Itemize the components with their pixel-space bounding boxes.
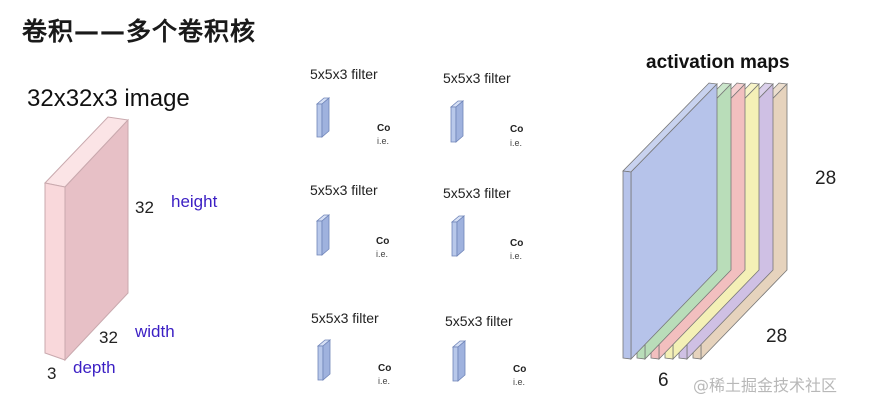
activation-map-1 <box>622 82 718 360</box>
filter-5-ie: i.e. <box>378 376 391 386</box>
input-depth-value: 3 <box>47 364 57 383</box>
activation-width-value: 28 <box>766 326 788 347</box>
filter-5-shape <box>316 339 332 381</box>
filter-1-co: Co <box>377 123 391 134</box>
filter-4-label: 5x5x3 filter <box>443 185 511 201</box>
filter-3-label: 5x5x3 filter <box>310 182 378 198</box>
filter-1-label: 5x5x3 filter <box>310 66 378 82</box>
input-width-value: 32 <box>99 328 118 347</box>
filter-2-co: Co <box>510 124 524 135</box>
filter-3-shape <box>315 214 331 256</box>
filter-4-ie: i.e. <box>510 251 523 261</box>
input-width-label: width <box>135 322 175 341</box>
filter-5-label: 5x5x3 filter <box>311 310 379 326</box>
input-volume-front <box>44 182 66 361</box>
filter-3-ie: i.e. <box>376 249 389 259</box>
filter-4-shape <box>450 215 466 257</box>
filter-6-co: Co <box>513 364 527 375</box>
filter-2-shape <box>449 100 465 143</box>
activation-height-value: 28 <box>815 168 837 189</box>
input-height-label: height <box>171 192 218 211</box>
input-image-label: 32x32x3 image <box>27 85 190 112</box>
activation-count-value: 6 <box>658 370 669 391</box>
activation-maps-title: activation maps <box>646 52 790 73</box>
filter-2-ie: i.e. <box>510 138 523 148</box>
filter-3-co: Co <box>376 236 390 247</box>
filter-1-ie: i.e. <box>377 136 390 146</box>
filter-5-co: Co <box>378 363 392 374</box>
input-volume <box>44 116 130 362</box>
filter-2-label: 5x5x3 filter <box>443 70 511 86</box>
filter-6-ie: i.e. <box>513 377 526 387</box>
activation-maps-stack <box>622 82 788 360</box>
slide-title: 卷积——多个卷积核 <box>22 17 257 46</box>
input-volume-side <box>64 118 129 362</box>
input-depth-label: depth <box>73 358 116 377</box>
filter-4-co: Co <box>510 238 524 249</box>
filter-1-shape <box>315 97 331 138</box>
watermark: @稀土掘金技术社区 <box>693 376 838 395</box>
input-height-value: 32 <box>135 198 154 217</box>
filter-6-shape <box>451 340 467 382</box>
filter-6-label: 5x5x3 filter <box>445 313 513 329</box>
